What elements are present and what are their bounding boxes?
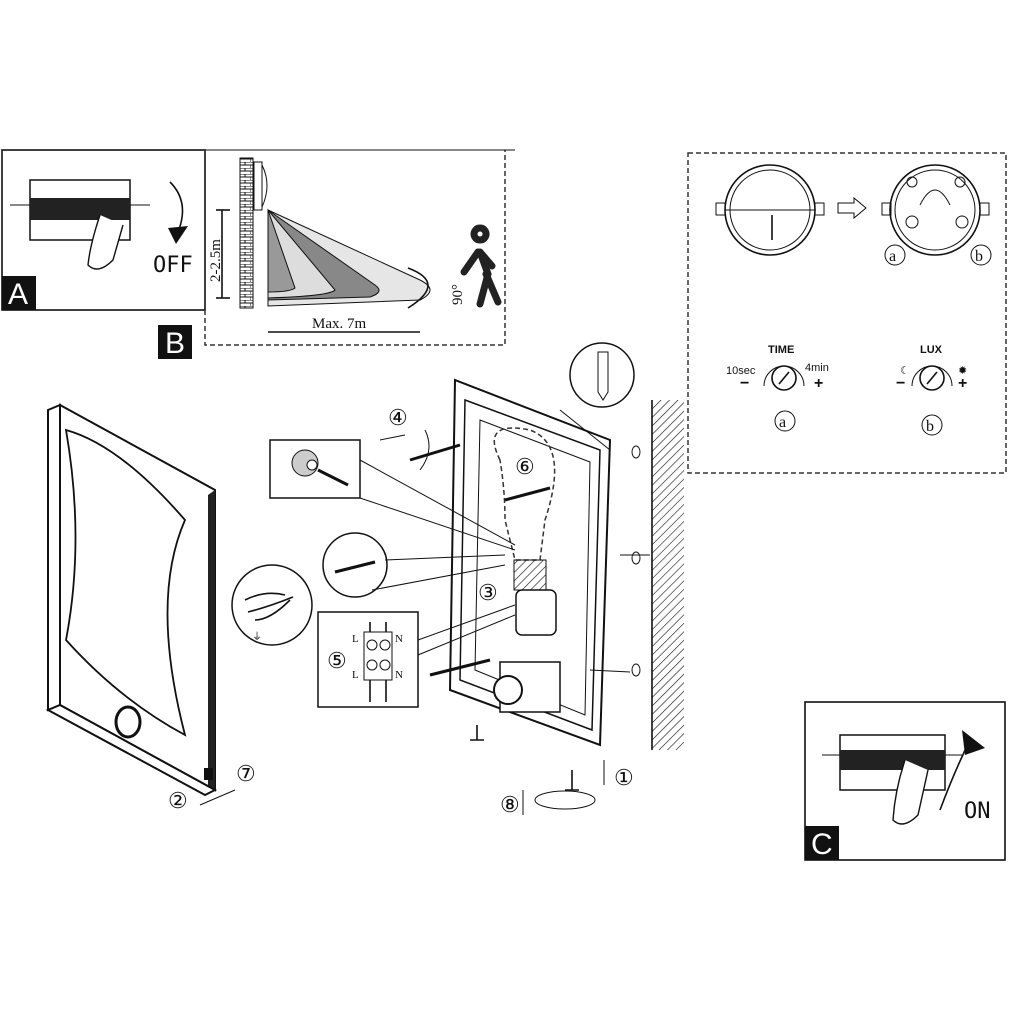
angle-arrow-icon — [407, 267, 429, 309]
wall-anchor-icon — [597, 351, 609, 401]
lamp-cover — [45, 403, 218, 797]
bottom-screw-icon — [470, 725, 579, 791]
panel-b-badge — [158, 325, 192, 359]
terminal-n-bottom: N — [395, 669, 403, 681]
knob-a-callout: a — [889, 248, 896, 265]
time-plus: + — [814, 375, 823, 392]
off-label: OFF — [153, 253, 193, 278]
step-3: ③ — [478, 580, 498, 605]
time-minus: − — [740, 375, 749, 392]
moon-icon: ☾ — [900, 365, 910, 377]
time-knob[interactable]: TIME 10sec 4min − + a — [726, 344, 829, 432]
panel-c-label: C — [811, 828, 833, 861]
panel-c-badge — [805, 826, 839, 860]
hand-icon — [87, 214, 124, 270]
time-min-label: 10sec — [726, 365, 756, 377]
wall-plug-icon — [631, 445, 641, 459]
lamp-base-assembly — [409, 342, 684, 791]
step-4: ④ — [388, 405, 408, 430]
arrow-right-icon — [837, 196, 867, 220]
bulb-socket-icon — [513, 559, 547, 591]
panel-a-switch-off: OFF A — [1, 149, 206, 311]
step-8: ⑧ — [500, 792, 520, 817]
ground-icon: ⏚ — [252, 631, 262, 643]
wall-brick-icon — [239, 157, 254, 309]
knob-b-callout: b — [975, 248, 983, 265]
step-5: ⑤ — [327, 648, 347, 673]
time-knob-small-icon — [905, 215, 919, 229]
wire-insert-callout — [322, 532, 388, 598]
terminal-block-callout — [317, 611, 419, 708]
panel-b-label: B — [165, 327, 185, 360]
panel-b-detection-range: 2-2.5m Max. 7m 90° B — [158, 149, 515, 360]
wire-detail-callouts: ⏚ L N L N — [231, 439, 516, 708]
step-2: ② — [168, 788, 188, 813]
time-max-label: 4min — [805, 362, 829, 374]
lux-title: LUX — [920, 344, 943, 356]
lux-knob-small-icon — [955, 215, 969, 229]
panel-a-label: A — [8, 278, 28, 311]
step-7: ⑦ — [236, 761, 256, 786]
angle-label: 90° — [450, 284, 466, 305]
lux-knob[interactable]: LUX ☾ ✹ − + b — [896, 344, 967, 436]
lux-plus: + — [958, 375, 967, 392]
circuit-breaker-icon — [10, 179, 150, 270]
sun-icon: ✹ — [958, 365, 967, 377]
panel-c-switch-on: ON C — [804, 701, 1006, 861]
logo-icon — [204, 768, 213, 780]
step-1: ① — [614, 765, 634, 790]
rotate-arrow-icon — [763, 365, 805, 387]
range-label: Max. 7m — [312, 316, 366, 332]
person-icon — [460, 224, 502, 308]
sensor-lamp-icon — [261, 164, 268, 208]
circuit-breaker-icon — [822, 734, 962, 825]
arrow-down-icon — [169, 181, 184, 233]
lamp-holder-icon — [515, 589, 557, 636]
hand-icon — [892, 759, 929, 825]
sensor-open-icon — [889, 164, 981, 256]
time-knob-callout: a — [779, 414, 786, 431]
on-label: ON — [964, 799, 991, 824]
terminal-n-top: N — [395, 633, 403, 645]
step-6: ⑥ — [515, 454, 535, 479]
lux-knob-callout: b — [926, 418, 934, 435]
time-title: TIME — [768, 344, 794, 356]
sensor-window-icon — [114, 705, 142, 739]
terminal-l-top: L — [352, 633, 359, 645]
lux-minus: − — [896, 375, 905, 392]
direction-arrows — [199, 429, 605, 815]
rotate-arrow-icon — [534, 790, 596, 810]
detection-cone-icon — [267, 208, 431, 307]
screw-cap-callout — [269, 439, 361, 499]
screw-icon — [409, 443, 551, 677]
bulb-icon — [493, 427, 556, 561]
settings-panel: a b TIME 10sec 4min − + a LUX ☾ ✹ − + b — [687, 152, 1007, 474]
mount-height-label: 2-2.5m — [208, 239, 224, 282]
panel-a-badge — [2, 276, 36, 310]
step-numbers: ① ② ③ ④ ⑤ ⑥ ⑦ ⑧ — [168, 405, 634, 817]
wall-hatch-icon — [652, 400, 684, 750]
terminal-l-bottom: L — [352, 669, 359, 681]
